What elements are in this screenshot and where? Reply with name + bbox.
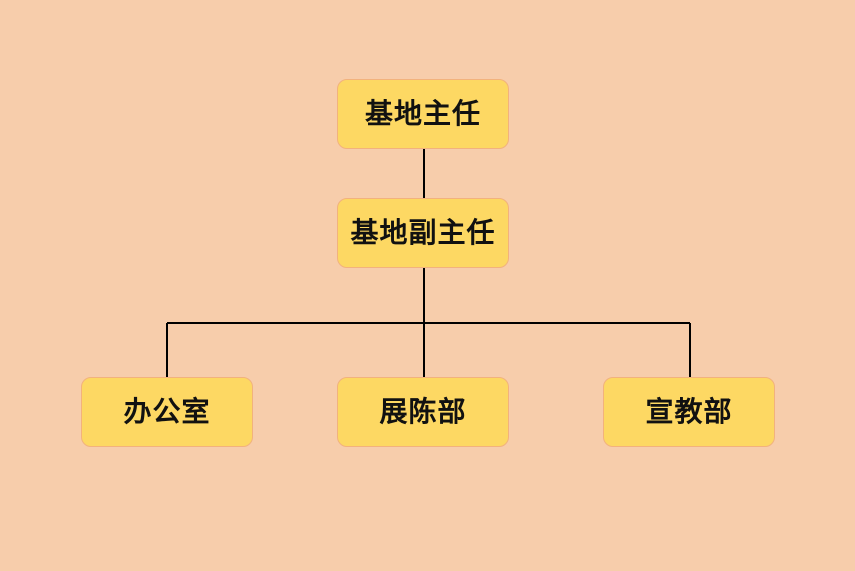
node-director: 基地主任 <box>337 79 509 149</box>
node-exhibition-dept: 展陈部 <box>337 377 509 447</box>
node-director-label: 基地主任 <box>364 97 481 130</box>
node-deputy-director-label: 基地副主任 <box>350 216 496 249</box>
node-publicity-dept-label: 宣教部 <box>645 395 733 428</box>
node-publicity-dept: 宣教部 <box>603 377 775 447</box>
node-exhibition-dept-label: 展陈部 <box>379 395 467 428</box>
node-office-label: 办公室 <box>123 395 211 428</box>
node-deputy-director: 基地副主任 <box>337 198 509 268</box>
node-office: 办公室 <box>81 377 253 447</box>
